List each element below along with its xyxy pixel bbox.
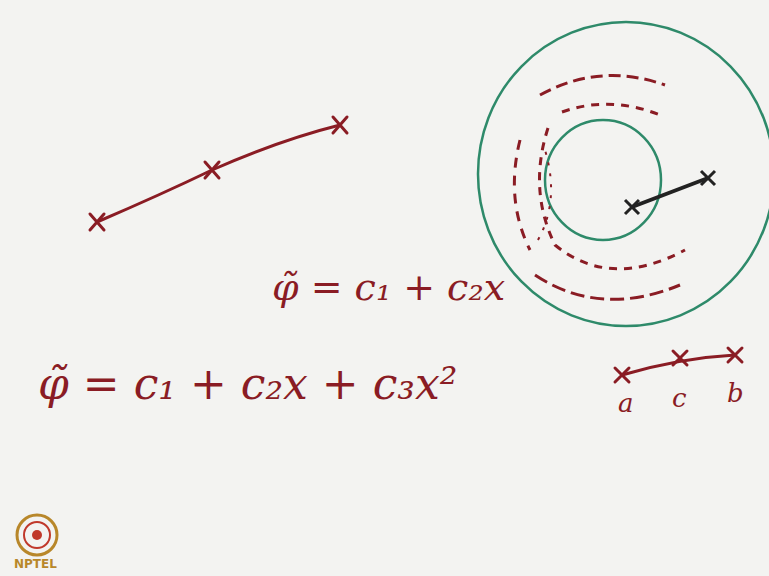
- logo-text: NPTEL: [14, 558, 57, 570]
- line-element: [90, 117, 347, 230]
- node-label: b: [727, 380, 744, 406]
- annulus-sketch: [478, 22, 769, 326]
- logo-emblem: [17, 515, 57, 555]
- node-label: c: [672, 385, 687, 411]
- equation-quadratic: φ̃ = c₁ + c₂x + c₃x²: [38, 362, 457, 406]
- node-label: a: [618, 390, 634, 416]
- equation-linear: φ̃ = c₁ + c₂x: [272, 268, 505, 306]
- quadratic-element: [615, 348, 742, 382]
